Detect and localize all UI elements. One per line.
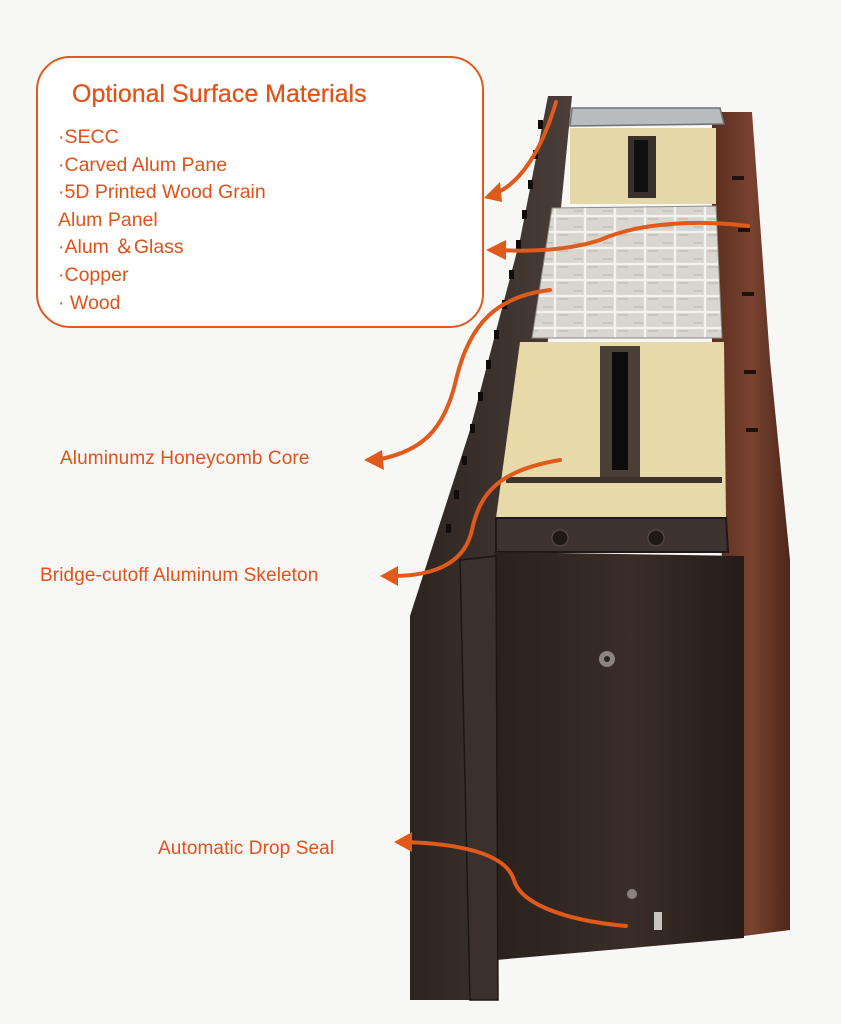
arrowhead-skeleton: [380, 566, 398, 586]
arrowhead-honeycomb: [364, 450, 384, 470]
list-item: ·5D Printed Wood Grain: [58, 181, 266, 204]
list-item: · Wood: [58, 291, 121, 314]
skeleton-screw-holes: [551, 529, 665, 547]
wood-veneer-notches: [732, 176, 758, 432]
list-item: Alum Panel: [58, 208, 158, 231]
honeycomb-core: [531, 205, 723, 339]
arrowhead-drop-seal: [394, 832, 412, 852]
arrow-heads: [364, 182, 506, 852]
arrow-to-surface-top: [492, 100, 558, 196]
surface-materials-list: ·SECC ·Carved Alum Pane ·5D Printed Wood…: [58, 124, 266, 317]
list-item: ·Carved Alum Pane: [58, 153, 228, 176]
arrowhead-surface-glass: [486, 240, 506, 260]
arrow-to-surface-glass: [498, 220, 750, 253]
aluminum-skeleton-profile: [495, 517, 730, 553]
callout-arrows: [374, 100, 750, 928]
arrowhead-surface-top: [484, 182, 502, 202]
label-aluminum-skeleton: Bridge-cutoff Aluminum Skeleton: [40, 565, 319, 586]
arrow-to-skeleton: [390, 458, 562, 578]
list-item: ·SECC: [58, 126, 119, 148]
callout-box-title: Optional Surface Materials: [72, 80, 367, 108]
left-outer-rail: [410, 96, 572, 1000]
drop-seal-rail: [459, 555, 499, 1001]
label-drop-seal: Automatic Drop Seal: [158, 838, 335, 859]
list-item: ·Copper: [58, 263, 129, 286]
label-honeycomb-core: Aluminumz Honeycomb Core: [60, 448, 310, 469]
upper-channel-slot: [634, 140, 648, 192]
wood-veneer-side: [712, 112, 790, 936]
arrow-to-drop-seal: [404, 840, 628, 928]
door-front-face: [494, 552, 744, 960]
arrow-to-honeycomb: [374, 288, 552, 462]
front-face-fasteners: [599, 651, 662, 930]
list-item: ·Alum ＆Glass: [58, 236, 184, 259]
top-aluminum-cap: [569, 107, 725, 127]
lower-channel-slot: [612, 352, 628, 470]
surface-materials-callout-box: [36, 56, 484, 328]
